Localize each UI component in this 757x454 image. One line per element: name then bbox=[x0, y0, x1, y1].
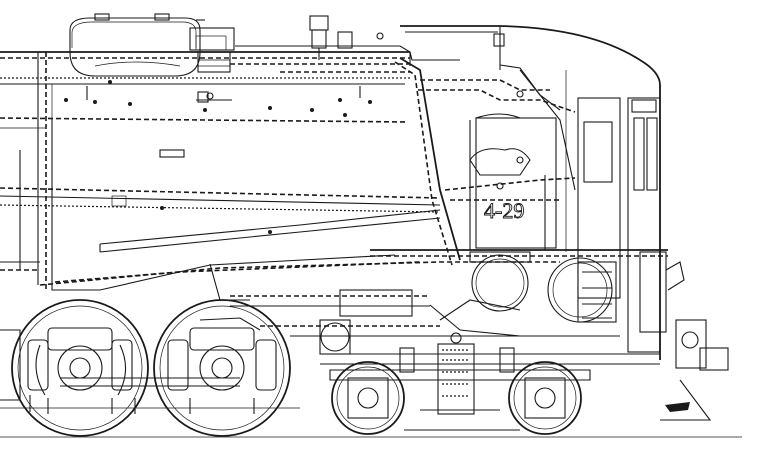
drive-wheel-2 bbox=[153, 299, 291, 437]
running-board bbox=[39, 209, 668, 365]
coupler bbox=[639, 251, 729, 421]
boiler bbox=[0, 51, 441, 291]
drive-wheel-1 bbox=[11, 299, 149, 437]
steam-dome bbox=[69, 13, 235, 77]
top-fittings bbox=[86, 15, 461, 266]
cab-number: 4-29 bbox=[484, 198, 524, 223]
trailing-truck bbox=[329, 332, 591, 435]
air-tanks bbox=[429, 251, 613, 337]
cab: 4-29 bbox=[400, 25, 661, 360]
drive-wheels bbox=[0, 299, 300, 437]
rivet-row bbox=[64, 80, 372, 234]
